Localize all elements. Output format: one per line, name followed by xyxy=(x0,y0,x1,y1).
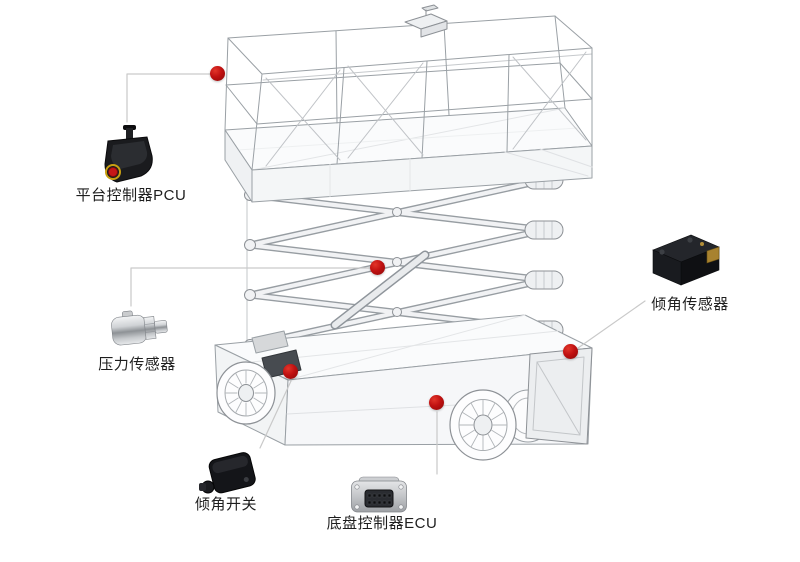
callout-lines xyxy=(126,73,646,475)
pressure-sensor-photo xyxy=(108,303,172,355)
wheel-front-right xyxy=(449,389,517,461)
label-chassis-ecu: 底盘控制器ECU xyxy=(326,515,438,532)
callout-line-tilt-sensor xyxy=(577,300,646,349)
wheels xyxy=(216,361,517,461)
hotspot-pressure-sensor[interactable] xyxy=(370,260,385,275)
hotspot-platform-pcu[interactable] xyxy=(210,66,225,81)
platform-deck xyxy=(224,107,593,203)
tilt-sensor-photo xyxy=(645,226,727,294)
ecu-photo xyxy=(350,474,408,516)
ecu-module-icon xyxy=(351,476,407,513)
tilt-sensor-icon xyxy=(652,234,720,286)
tilt-switch-photo xyxy=(198,442,264,498)
platform-guardrail xyxy=(224,4,593,171)
wheel-front-left xyxy=(216,361,276,425)
label-tilt-switch: 倾角开关 xyxy=(194,496,257,513)
hotspot-tilt-sensor[interactable] xyxy=(563,344,578,359)
joystick-controller-icon xyxy=(104,125,153,183)
hotspot-chassis-ecu[interactable] xyxy=(429,395,444,410)
tilt-switch-icon xyxy=(199,452,256,494)
label-pressure-sensor: 压力传感器 xyxy=(98,356,176,373)
scissor-mechanism xyxy=(244,170,564,351)
label-platform-pcu: 平台控制器PCU xyxy=(75,187,187,204)
label-tilt-sensor: 倾角传感器 xyxy=(651,296,729,313)
callout-line-pressure-sensor xyxy=(130,267,372,307)
callout-line-tilt-switch xyxy=(259,380,292,449)
callout-line-pcu xyxy=(126,73,212,123)
pcu-photo xyxy=(100,124,156,188)
platform-control-box xyxy=(404,4,448,38)
hotspot-tilt-switch[interactable] xyxy=(283,364,298,379)
pressure-transducer-icon xyxy=(111,310,168,346)
